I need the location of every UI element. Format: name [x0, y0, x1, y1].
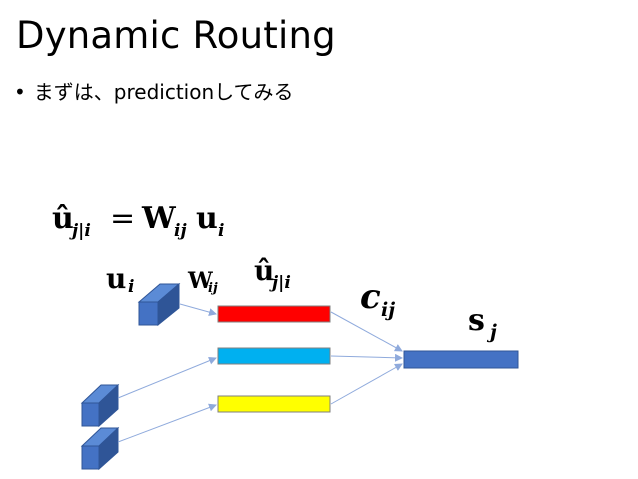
label-w: W: [187, 268, 213, 294]
label-uhat-sub: j|i: [269, 273, 291, 293]
label-s: s: [468, 303, 485, 338]
input-capsule-bottom: [80, 426, 120, 471]
input-capsule-middle: [80, 383, 120, 428]
label-uhat: û: [254, 254, 274, 287]
prediction-vector-yellow: [217, 395, 331, 413]
arrow-bottom-to-yellow: [117, 403, 217, 443]
equation-w: W: [141, 201, 177, 236]
arrow-red-to-output: [330, 311, 403, 352]
output-vector: [403, 350, 519, 369]
input-capsule-top: [137, 282, 181, 327]
equation-lhs: û: [52, 201, 74, 236]
equation-lhs-sub: j|i: [69, 221, 91, 241]
bullet-text: まずは、predictionしてみる: [33, 80, 294, 104]
arrow-middle-to-blue: [117, 356, 217, 399]
equation-equals: =: [110, 201, 135, 236]
equation-u: u: [196, 201, 218, 236]
equation-w-sub: ij: [174, 221, 187, 241]
label-u: u: [106, 262, 126, 295]
slide-title: Dynamic Routing: [16, 14, 336, 57]
bullet-item: • まずは、predictionしてみる: [14, 76, 294, 105]
label-c: c: [360, 277, 381, 317]
arrow-yellow-to-output: [330, 363, 403, 405]
label-c-sub: ij: [381, 299, 395, 321]
bullet-dot: •: [14, 80, 26, 104]
prediction-vector-red: [217, 305, 331, 323]
equation-u-sub: i: [218, 221, 224, 241]
label-w-sub: ij: [208, 281, 218, 296]
prediction-vector-blue: [217, 347, 331, 365]
arrow-u-to-red: [179, 303, 217, 316]
label-s-sub: j: [486, 321, 497, 343]
arrow-blue-to-output: [330, 353, 403, 362]
label-u-sub: i: [128, 277, 134, 297]
prediction-equation: û j|i = W ij u i: [52, 201, 224, 241]
